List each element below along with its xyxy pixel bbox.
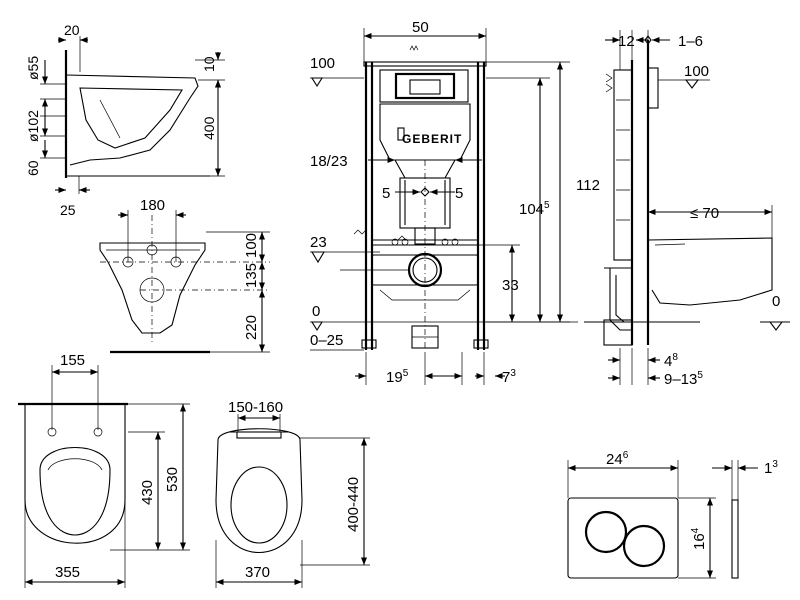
toilet-side-view — [40, 36, 225, 194]
frame-dim-19-5: 195 — [386, 368, 409, 386]
plate-dim-24-6: 246 — [606, 450, 629, 468]
seat-dim-150-160: 150-160 — [228, 399, 283, 416]
frame-dim-0-25: 0–25 — [310, 332, 343, 349]
frame-side-view — [584, 30, 790, 385]
frame-dim-104-5: 1045 — [519, 200, 550, 218]
top-dim-430: 430 — [139, 480, 156, 505]
frame-dim-18-23: 18/23 — [310, 153, 348, 170]
front-dim-220: 220 — [243, 315, 260, 340]
side-dim-25: 25 — [60, 202, 76, 218]
side-frame-dim-100: 100 — [684, 63, 709, 80]
toilet-top-view — [18, 365, 190, 588]
frame-dim-33: 33 — [502, 277, 519, 294]
toilet-front-view — [99, 210, 270, 354]
seat-dim-370: 370 — [245, 564, 270, 581]
side-frame-dim-1-6: 1–6 — [678, 33, 703, 50]
side-dim-60: 60 — [25, 160, 41, 176]
frame-front-view: GEBERIT — [310, 28, 578, 385]
frame-dim-50: 50 — [412, 19, 429, 36]
side-frame-dim-9-13-5: 9–135 — [664, 370, 703, 388]
flush-plate — [567, 460, 758, 579]
side-dim-400: 400 — [201, 116, 217, 140]
side-dim-55: ø55 — [25, 56, 41, 80]
top-dim-155: 155 — [60, 352, 85, 369]
frame-dim-5-left: 5 — [382, 185, 390, 202]
toilet-seat — [215, 414, 370, 588]
frame-dim-0: 0 — [312, 303, 320, 320]
top-dim-530: 530 — [164, 467, 181, 492]
side-frame-dim-4-8: 48 — [664, 352, 678, 370]
top-dim-355: 355 — [55, 564, 80, 581]
plate-dim-16-4: 164 — [690, 527, 708, 550]
seat-dim-400-440: 400-440 — [345, 477, 362, 532]
side-frame-dim-0: 0 — [772, 293, 780, 310]
side-dim-20: 20 — [64, 22, 80, 38]
side-frame-dim-70: ≤ 70 — [690, 205, 719, 222]
side-dim-102: ø102 — [25, 110, 41, 142]
frame-dim-112: 112 — [576, 177, 600, 194]
front-dim-180: 180 — [140, 197, 165, 214]
frame-dim-23: 23 — [310, 234, 327, 251]
side-dim-10: 10 — [201, 56, 217, 72]
front-dim-100: 100 — [243, 233, 260, 258]
side-frame-dim-12: 12 — [618, 33, 635, 50]
plate-dim-1-3: 13 — [764, 459, 778, 477]
frame-dim-7-3: 73 — [502, 368, 516, 386]
brand-label: GEBERIT — [402, 132, 462, 146]
front-dim-135: 135 — [243, 263, 260, 288]
frame-dim-100: 100 — [310, 55, 335, 72]
frame-dim-5-right: 5 — [455, 185, 463, 202]
